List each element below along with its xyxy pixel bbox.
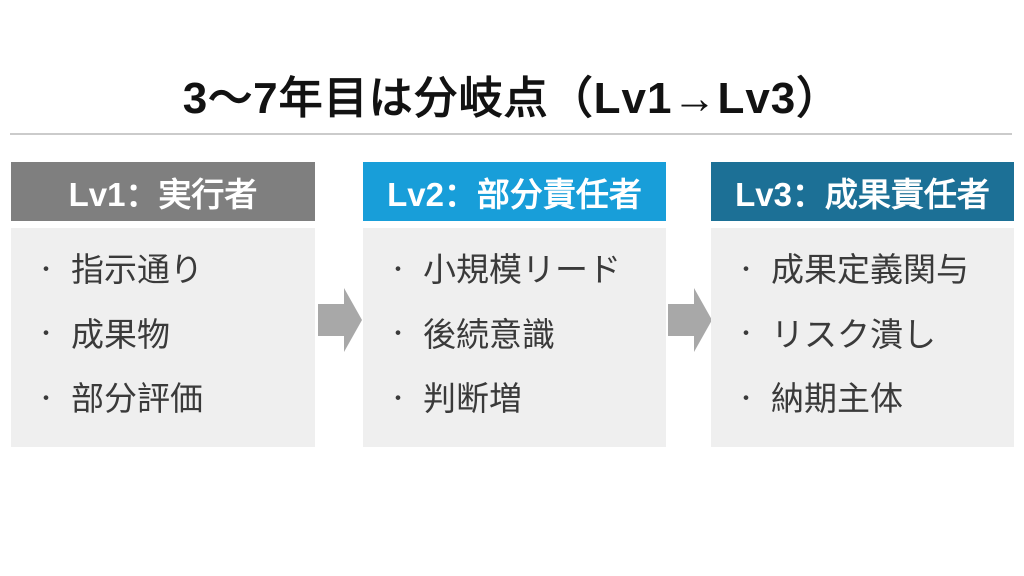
bullet-text: 後続意識 (423, 315, 556, 353)
arrow-right-shape (318, 288, 362, 352)
level-card-lv1: Lv1：実行者 ・ 指示通り ・ 成果物 ・ 部分評価 (11, 162, 315, 447)
bullet-marker: ・ (35, 321, 58, 347)
bullet-marker: ・ (387, 385, 410, 411)
level-card-lv3-body: ・ 成果定義関与 ・ リスク潰し ・ 納期主体 (711, 228, 1014, 447)
page-title: 3〜7年目は分岐点（Lv1→Lv3） (182, 74, 842, 123)
bullet-item: ・ 納期主体 (735, 379, 1008, 419)
bullet-item: ・ 成果定義関与 (735, 250, 1008, 290)
bullet-item: ・ 小規模リード (387, 250, 660, 290)
bullet-item: ・ 指示通り (35, 250, 309, 290)
arrow-right-icon (668, 288, 712, 352)
bullet-text: 成果定義関与 (771, 251, 970, 288)
level-card-lv3-header: Lv3：成果責任者 (711, 162, 1014, 221)
arrow-right-icon (318, 288, 362, 352)
level-card-lv2: Lv2：部分責任者 ・ 小規模リード ・ 後続意識 ・ 判断増 (363, 162, 666, 447)
bullet-text: 成果物 (71, 315, 171, 353)
bullet-item: ・ リスク潰し (735, 315, 1008, 355)
level-card-lv1-body: ・ 指示通り ・ 成果物 ・ 部分評価 (11, 228, 315, 447)
bullet-text: 指示通り (71, 251, 204, 288)
arrow-right-shape (668, 288, 712, 352)
bullet-marker: ・ (387, 321, 410, 347)
bullet-item: ・ 成果物 (35, 315, 309, 355)
level-card-lv3: Lv3：成果責任者 ・ 成果定義関与 ・ リスク潰し ・ 納期主体 (711, 162, 1014, 447)
bullet-item: ・ 部分評価 (35, 379, 309, 419)
bullet-text: 納期主体 (771, 380, 904, 418)
bullet-marker: ・ (387, 256, 410, 282)
bullet-marker: ・ (735, 321, 758, 347)
level-card-lv1-header: Lv1：実行者 (11, 162, 315, 221)
bullet-marker: ・ (35, 385, 58, 411)
bullet-marker: ・ (735, 385, 758, 411)
bullet-item: ・ 後続意識 (387, 315, 660, 355)
bullet-marker: ・ (35, 256, 58, 282)
bullet-text: リスク潰し (771, 315, 937, 353)
bullet-text: 小規模リード (423, 251, 622, 288)
bullet-marker: ・ (735, 256, 758, 282)
bullet-text: 判断増 (423, 380, 523, 418)
level-card-lv2-header: Lv2：部分責任者 (363, 162, 666, 221)
bullet-item: ・ 判断増 (387, 379, 660, 419)
bullet-text: 部分評価 (71, 380, 204, 418)
title-divider (10, 133, 1012, 135)
level-card-lv2-body: ・ 小規模リード ・ 後続意識 ・ 判断増 (363, 228, 666, 447)
